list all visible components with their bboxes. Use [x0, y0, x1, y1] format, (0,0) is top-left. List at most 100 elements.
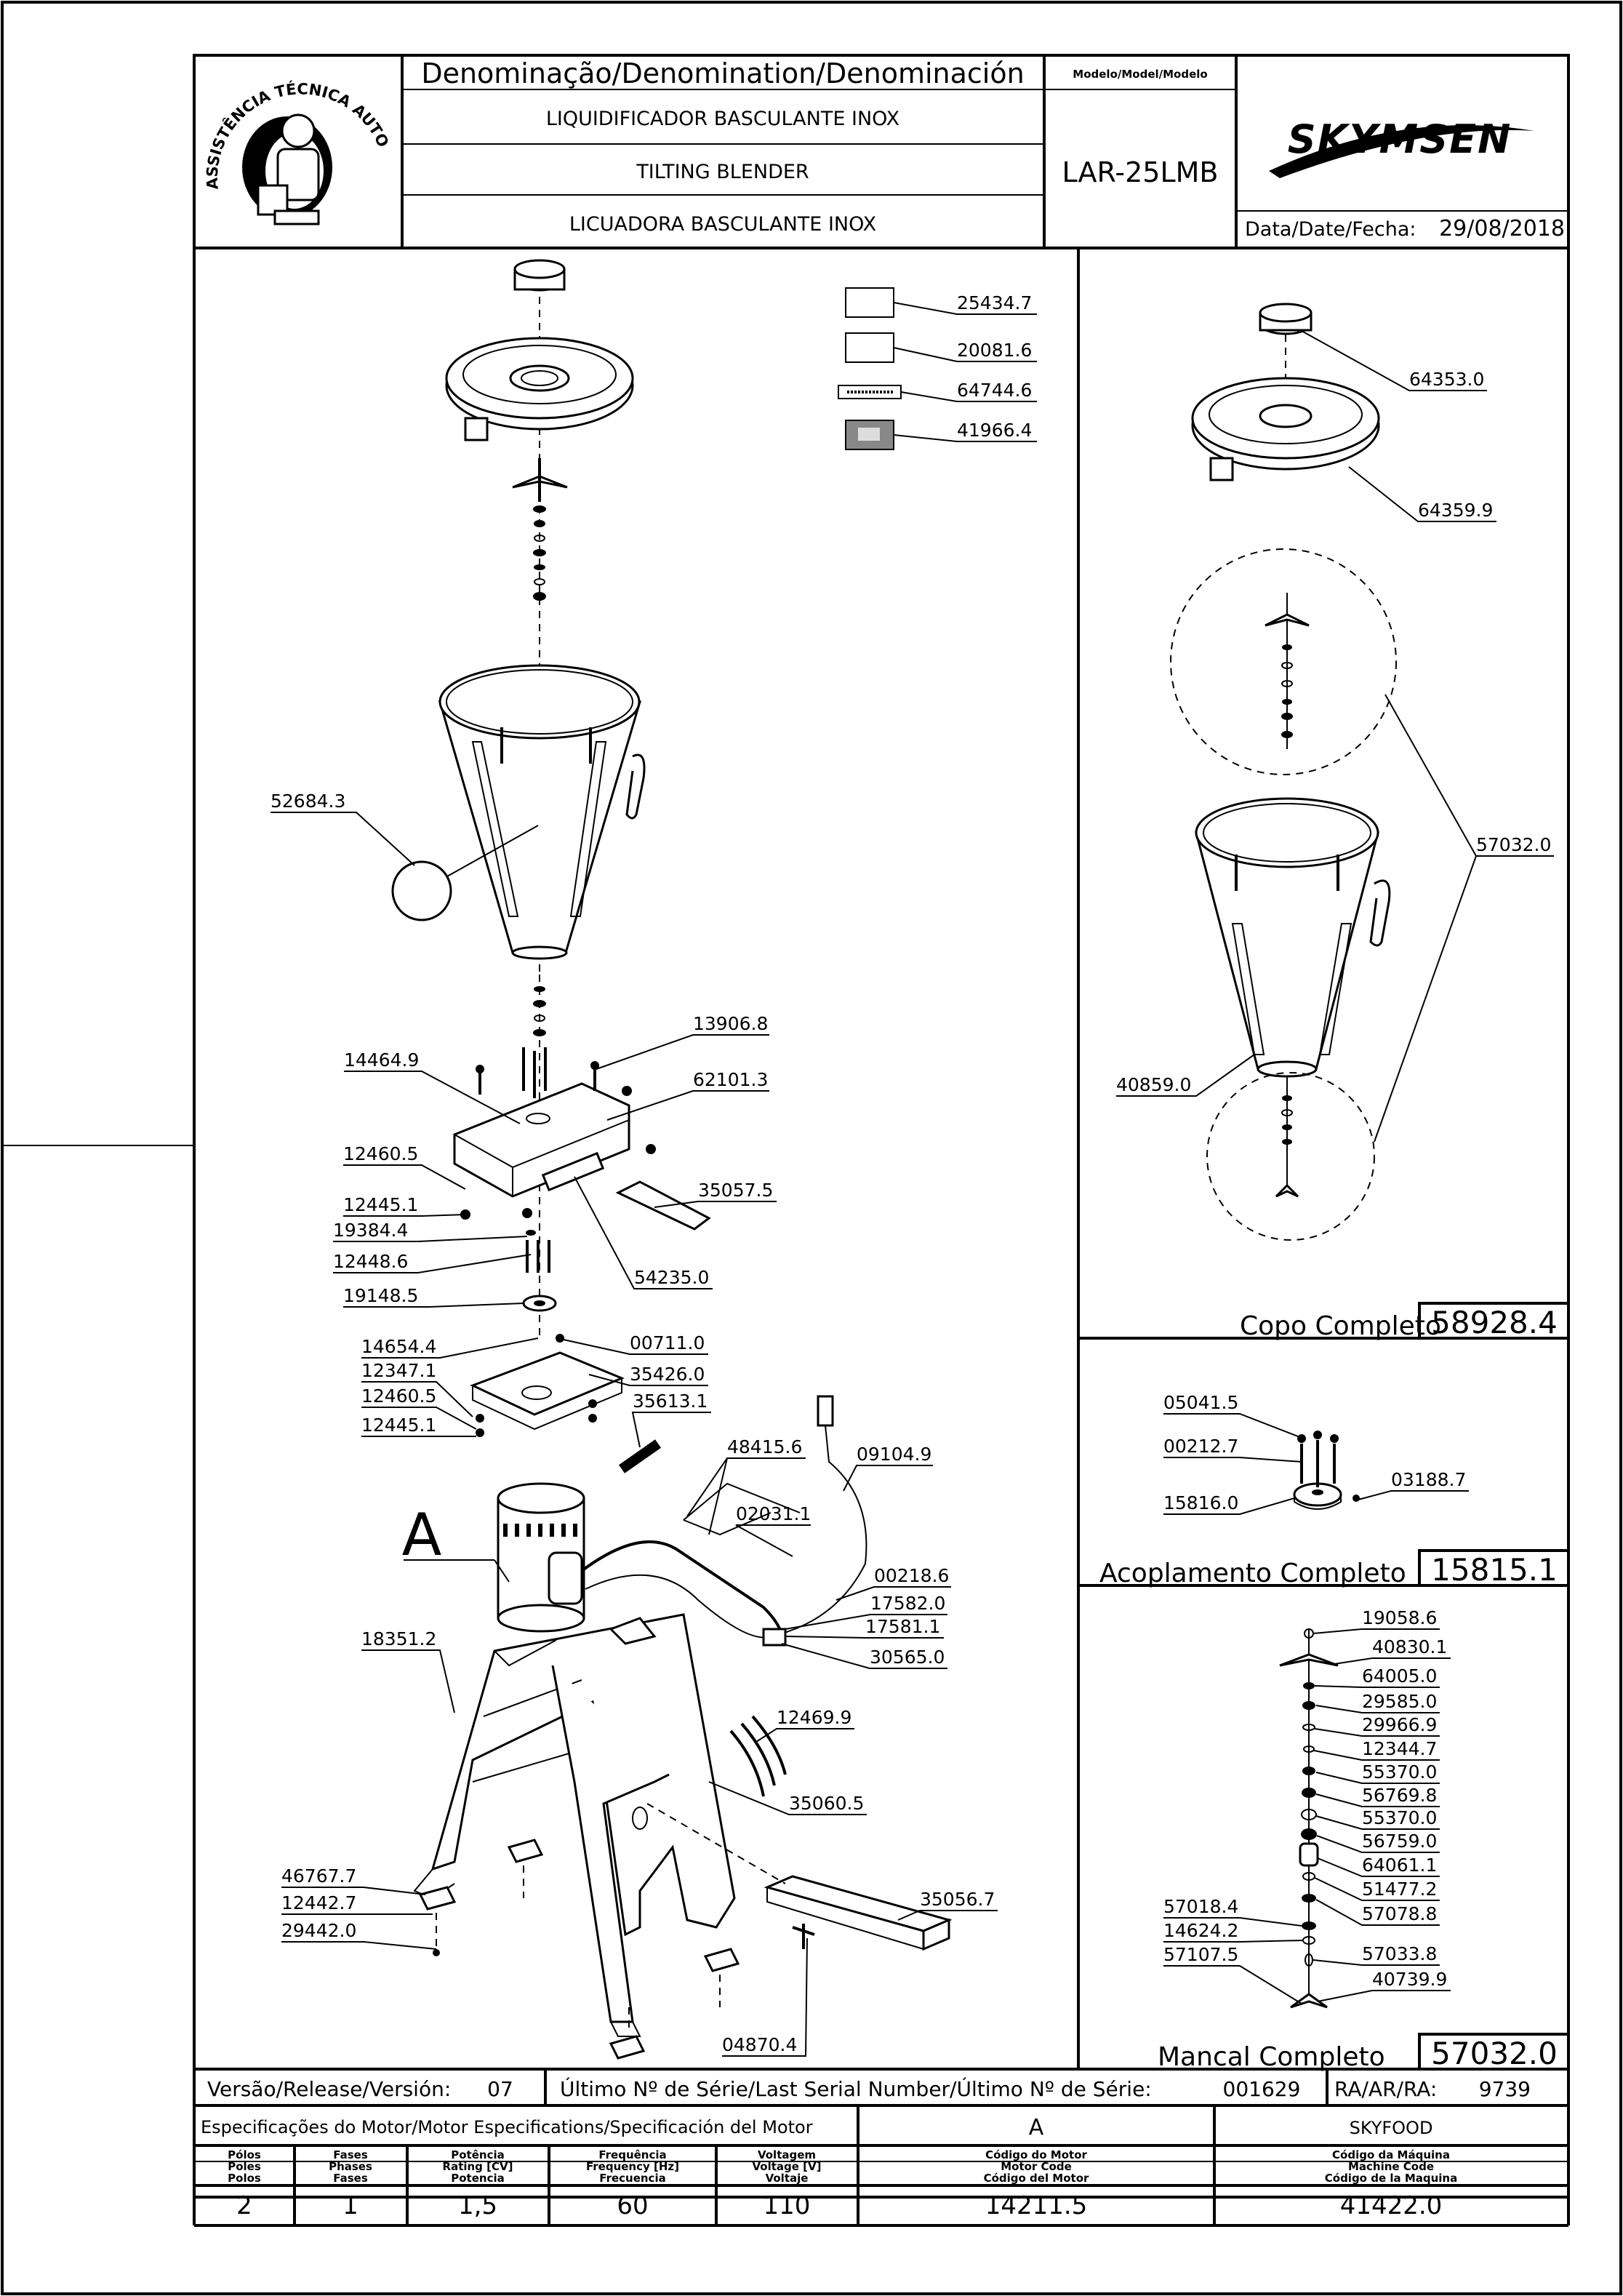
label-20081-icon	[845, 332, 894, 363]
part-label: 48415.6	[727, 1436, 802, 1457]
part-label: 56759.0	[1362, 1831, 1437, 1852]
switch	[762, 1628, 787, 1647]
part-label: 64353.0	[1409, 369, 1484, 390]
part-label: 35060.5	[789, 1793, 864, 1814]
col-head: Potencia	[451, 2172, 504, 2185]
brand-name: SKYMSEN	[1288, 116, 1512, 162]
mancal-code: 57032.0	[1431, 2036, 1558, 2071]
part-label: 29442.0	[281, 1920, 356, 1941]
part-label: 29966.9	[1362, 1714, 1437, 1735]
col-head: Polos	[228, 2172, 261, 2185]
voltage-value: 110	[764, 2191, 811, 2220]
col-head: Poles	[228, 2160, 261, 2173]
part-label: 12460.5	[343, 1143, 418, 1164]
model-header: Modelo/Model/Modelo	[1073, 68, 1207, 81]
date-value: 29/08/2018	[1439, 216, 1565, 241]
col-head: Código del Motor	[984, 2172, 1089, 2185]
col-head: Rating [CV]	[443, 2160, 513, 2173]
acoplamento-illustration	[1293, 1431, 1360, 1510]
name-pt: LIQUIDIFICADOR BASCULANTE INOX	[546, 108, 899, 130]
serial-value: 001629	[1223, 2077, 1301, 2101]
part-label: 12469.9	[777, 1707, 851, 1728]
motor-plate	[470, 1351, 625, 1416]
part-label: 12442.7	[281, 1892, 356, 1913]
motor-spec-label: Especificações do Motor/Motor Especifica…	[201, 2117, 813, 2137]
part-label: 40739.9	[1372, 1969, 1447, 1990]
copo-code: 58928.4	[1431, 1305, 1558, 1340]
mancal-labels: 19058.6 40830.1 64005.0 29585.0 29966.9 …	[1158, 1607, 1558, 2072]
col-head: Fases	[333, 2148, 368, 2161]
col-head: Frecuencia	[599, 2172, 665, 2185]
part-label: 30565.0	[870, 1647, 945, 1668]
part-label: 29585.0	[1362, 1691, 1437, 1712]
part-label: 05041.5	[1163, 1392, 1238, 1413]
drawing-frame	[193, 54, 1570, 2199]
ra-value: 9739	[1479, 2077, 1531, 2101]
motor	[497, 1482, 585, 1633]
part-label: 57032.0	[1476, 834, 1551, 855]
part-label: 04870.4	[722, 2034, 797, 2055]
col-head: Machine Code	[1348, 2160, 1434, 2173]
col-head: Potência	[451, 2148, 504, 2161]
part-label: 55370.0	[1362, 1807, 1437, 1828]
part-label: 12460.5	[361, 1385, 436, 1407]
acoplamento-code-box	[1418, 1549, 1570, 1587]
part-label: 40859.0	[1116, 1074, 1191, 1095]
col-head: Voltage [V]	[753, 2160, 822, 2173]
part-label: 64061.1	[1362, 1855, 1437, 1876]
acoplamento-code: 15815.1	[1431, 1552, 1558, 1588]
part-label: 62101.3	[693, 1069, 768, 1090]
version-value: 07	[487, 2077, 513, 2101]
motor-column-header: A	[1029, 2115, 1044, 2140]
part-label: 03188.7	[1391, 1469, 1466, 1490]
part-label: 57018.4	[1163, 1896, 1238, 1917]
col-head: Frequência	[598, 2148, 666, 2161]
main-assembly-illustration: A	[391, 259, 953, 2060]
part-label: 02031.1	[736, 1503, 811, 1524]
col-head: Código da Máquina	[1332, 2148, 1450, 2161]
part-label: 12347.1	[361, 1360, 436, 1381]
part-label: 13906.8	[693, 1013, 768, 1034]
part-label: 20081.6	[957, 340, 1032, 361]
part-label: 19384.4	[333, 1220, 408, 1241]
motor-letter: A	[402, 1501, 442, 1569]
copo-title: Copo Completo	[1240, 1311, 1441, 1341]
part-label: 19148.5	[343, 1285, 418, 1306]
model-number: LAR-25LMB	[1062, 156, 1219, 188]
part-label: 55370.0	[1362, 1761, 1437, 1783]
part-label: 35613.1	[633, 1391, 708, 1412]
serial-label: Último Nº de Série/Last Serial Number/Úl…	[560, 2076, 1152, 2101]
gasket	[729, 1729, 765, 1797]
label-25434-icon	[845, 287, 894, 318]
seal-text: ASSISTÊNCIA TÉCNICA AUTORIZADA	[0, 0, 392, 190]
motor-code-value: 14211.5	[985, 2191, 1088, 2220]
brand-logo: SKYMSEN	[1269, 116, 1534, 178]
part-label: 54235.0	[634, 1267, 709, 1288]
col-head: Pólos	[228, 2148, 261, 2161]
part-label: 56769.8	[1362, 1785, 1437, 1806]
part-label: 12445.1	[343, 1194, 418, 1215]
part-label: 35057.5	[698, 1180, 773, 1201]
part-label: 46767.7	[281, 1865, 356, 1887]
acoplamento-title: Acoplamento Completo	[1099, 1559, 1406, 1588]
denomination-title: Denominação/Denomination/Denominación	[421, 57, 1024, 89]
part-label: 64359.9	[1418, 500, 1493, 521]
col-head: Voltaje	[766, 2172, 809, 2185]
mancal-title: Mancal Completo	[1158, 2042, 1385, 2072]
part-label: 19058.6	[1362, 1607, 1437, 1628]
label-sticker	[391, 860, 452, 921]
part-label: 17582.0	[870, 1593, 945, 1614]
col-head: Phases	[329, 2160, 372, 2173]
part-label: 18351.2	[361, 1628, 436, 1649]
col-head: Código do Motor	[985, 2148, 1087, 2161]
col-head: Fases	[333, 2172, 368, 2185]
name-es: LICUADORA BASCULANTE INOX	[569, 213, 876, 236]
part-label: 12445.1	[361, 1415, 436, 1436]
part-label: 12344.7	[1362, 1738, 1437, 1759]
part-label: 57078.8	[1362, 1903, 1437, 1924]
copo-code-box	[1418, 1302, 1570, 1340]
stand-frame	[413, 1613, 736, 2037]
col-head: Frequency [Hz]	[586, 2160, 679, 2173]
part-label: 35426.0	[630, 1364, 705, 1385]
